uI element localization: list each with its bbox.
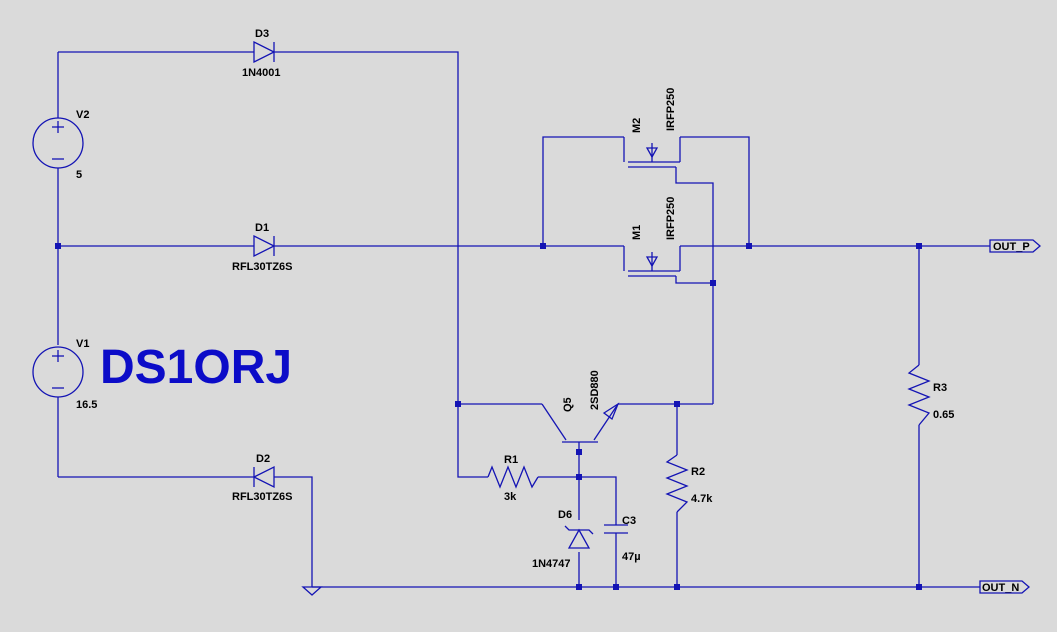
port-flag-icon	[979, 580, 1030, 594]
junction-dot	[674, 401, 680, 407]
junction-dot	[55, 243, 61, 249]
d6-value: 1N4747	[532, 558, 571, 570]
diode-triangle	[253, 40, 276, 64]
m1-name: M1	[631, 225, 643, 240]
transistor-emitter-arrow	[602, 402, 620, 421]
mosfet-m1[interactable]: M1 IRFP250	[623, 197, 681, 277]
q5-name: Q5	[562, 397, 574, 412]
port-out-p[interactable]: OUT_P	[989, 239, 1041, 253]
m1-value: IRFP250	[665, 197, 677, 240]
q5-value: 2SD880	[589, 370, 601, 410]
mosfet-m2[interactable]: M2 IRFP250	[623, 88, 681, 168]
junctions	[55, 243, 922, 590]
v2-value: 5	[76, 169, 82, 181]
ground-icon	[301, 586, 323, 596]
junction-dot	[455, 401, 461, 407]
d2-name: D2	[256, 453, 270, 465]
mosfet-body-diode	[645, 147, 659, 159]
r2-name: R2	[691, 466, 705, 478]
voltage-source-circle	[32, 117, 84, 169]
voltage-source-v1[interactable]: V1 16.5	[32, 338, 97, 411]
voltage-source-v2[interactable]: V2 5	[32, 109, 89, 181]
c3-value: 47µ	[622, 551, 641, 563]
resistor-zigzag	[665, 454, 689, 513]
m2-name: M2	[631, 118, 643, 133]
wire-d2-right	[274, 476, 313, 587]
watermark-text: DS1ORJ	[100, 341, 292, 394]
resistor-r1[interactable]: R1 3k	[487, 454, 539, 503]
r1-name: R1	[504, 454, 518, 466]
d1-name: D1	[255, 222, 269, 234]
r2-value: 4.7k	[691, 493, 713, 505]
port-out-p-label: OUT_P	[993, 241, 1030, 253]
diode-d2[interactable]: D2 RFL30TZ6S	[232, 453, 293, 503]
transistor-emitter	[593, 403, 619, 441]
d1-value: RFL30TZ6S	[232, 261, 293, 273]
resistor-zigzag	[907, 364, 931, 426]
capacitor-c3[interactable]: C3 47µ	[604, 515, 641, 563]
mosfet-body-diode	[645, 256, 659, 268]
junction-dot	[916, 243, 922, 249]
d2-value: RFL30TZ6S	[232, 491, 293, 503]
wire-m2-source	[680, 136, 750, 246]
wire-m1-gate	[675, 276, 713, 284]
v2-name: V2	[76, 109, 89, 121]
diode-d1[interactable]: D1 RFL30TZ6S	[232, 222, 293, 273]
junction-dot	[576, 449, 582, 455]
m2-value: IRFP250	[665, 88, 677, 131]
port-out-n-label: OUT_N	[982, 582, 1019, 594]
resistor-r2[interactable]: R2 4.7k	[665, 454, 713, 513]
diode-triangle	[252, 465, 275, 489]
d3-value: 1N4001	[242, 67, 281, 79]
junction-dot	[576, 584, 582, 590]
r3-value: 0.65	[933, 409, 954, 421]
junction-dot	[674, 584, 680, 590]
zener-diode-d6[interactable]: D6 1N4747	[532, 509, 594, 570]
junction-dot	[916, 584, 922, 590]
diode-d3[interactable]: D3 1N4001	[242, 28, 281, 79]
junction-dot	[710, 280, 716, 286]
r1-value: 3k	[504, 491, 517, 503]
v1-value: 16.5	[76, 399, 97, 411]
r3-name: R3	[933, 382, 947, 394]
junction-dot	[576, 474, 582, 480]
d3-name: D3	[255, 28, 269, 40]
transistor-collector	[541, 403, 567, 441]
wire-d3-right	[274, 51, 488, 478]
d6-name: D6	[558, 509, 572, 521]
wires	[57, 51, 990, 588]
wire-m2-gate	[675, 167, 714, 404]
resistor-r3[interactable]: R3 0.65	[907, 364, 954, 426]
wire-m2-drain	[542, 136, 624, 246]
voltage-source-circle	[32, 346, 84, 398]
resistor-zigzag	[487, 465, 539, 489]
junction-dot	[746, 243, 752, 249]
junction-dot	[613, 584, 619, 590]
zener-bar	[564, 525, 594, 535]
diode-triangle	[567, 528, 591, 549]
transistor-q5[interactable]: Q5 2SD880	[541, 370, 620, 443]
v1-name: V1	[76, 338, 89, 350]
c3-name: C3	[622, 515, 636, 527]
diode-triangle	[253, 234, 276, 258]
port-flag-icon	[989, 239, 1041, 253]
wire-r1-right	[538, 476, 617, 518]
port-out-n[interactable]: OUT_N	[979, 580, 1030, 594]
junction-dot	[540, 243, 546, 249]
ground-symbol	[301, 586, 323, 596]
